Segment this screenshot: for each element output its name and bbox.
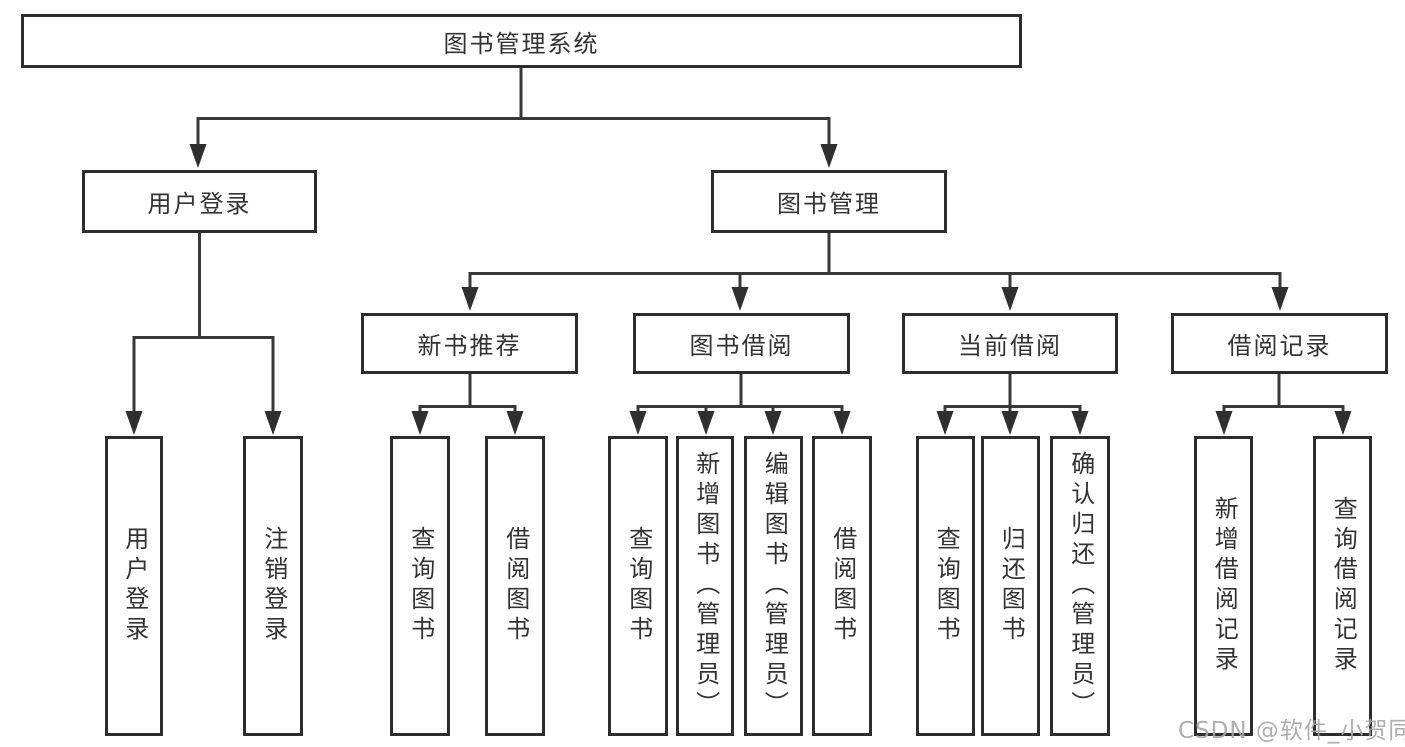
leaf-query-books-2: 查询图书	[608, 436, 668, 736]
leaf-label: 借阅图书	[501, 526, 530, 646]
leaf-label: 确认归还（管理员）	[1066, 451, 1095, 721]
leaf-query-borrow-record: 查询借阅记录	[1313, 436, 1372, 736]
node-new-book-recommendation: 新书推荐	[361, 313, 578, 374]
leaf-query-books: 查询图书	[390, 436, 450, 736]
node-book-borrowing: 图书借阅	[633, 313, 850, 374]
leaf-label: 查询图书	[406, 526, 435, 646]
leaf-label: 用户登录	[120, 526, 149, 646]
leaf-add-book-admin: 新增图书（管理员）	[676, 436, 734, 736]
node-current-borrowing: 当前借阅	[902, 313, 1118, 374]
leaf-edit-book-admin: 编辑图书（管理员）	[744, 436, 803, 736]
leaf-logout: 注销登录	[243, 436, 303, 736]
leaf-add-borrow-record: 新增借阅记录	[1194, 436, 1253, 736]
leaf-label: 注销登录	[259, 526, 288, 646]
leaf-borrow-books: 借阅图书	[485, 436, 545, 736]
arrowhead-icons	[125, 144, 1352, 435]
node-borrowing-records: 借阅记录	[1171, 313, 1388, 374]
leaf-label: 新增图书（管理员）	[691, 451, 720, 721]
leaf-borrow-books-2: 借阅图书	[812, 436, 872, 736]
node-book-management: 图书管理	[711, 170, 947, 233]
node-library-management-system: 图书管理系统	[21, 14, 1022, 68]
leaf-label: 查询图书	[624, 526, 653, 646]
leaf-label: 查询图书	[932, 526, 961, 646]
leaf-label: 归还图书	[997, 526, 1026, 646]
leaf-label: 借阅图书	[828, 526, 857, 646]
leaf-label: 编辑图书（管理员）	[760, 451, 789, 721]
leaf-confirm-return-admin: 确认归还（管理员）	[1050, 436, 1110, 736]
leaf-label: 新增借阅记录	[1210, 496, 1239, 676]
leaf-user-login: 用户登录	[105, 436, 163, 736]
leaf-label: 查询借阅记录	[1329, 496, 1358, 676]
leaf-query-books-3: 查询图书	[916, 436, 975, 736]
leaf-return-books: 归还图书	[981, 436, 1040, 736]
watermark: CSDN @软件_小贺同学	[1178, 718, 1405, 744]
node-user-login: 用户登录	[82, 170, 317, 233]
